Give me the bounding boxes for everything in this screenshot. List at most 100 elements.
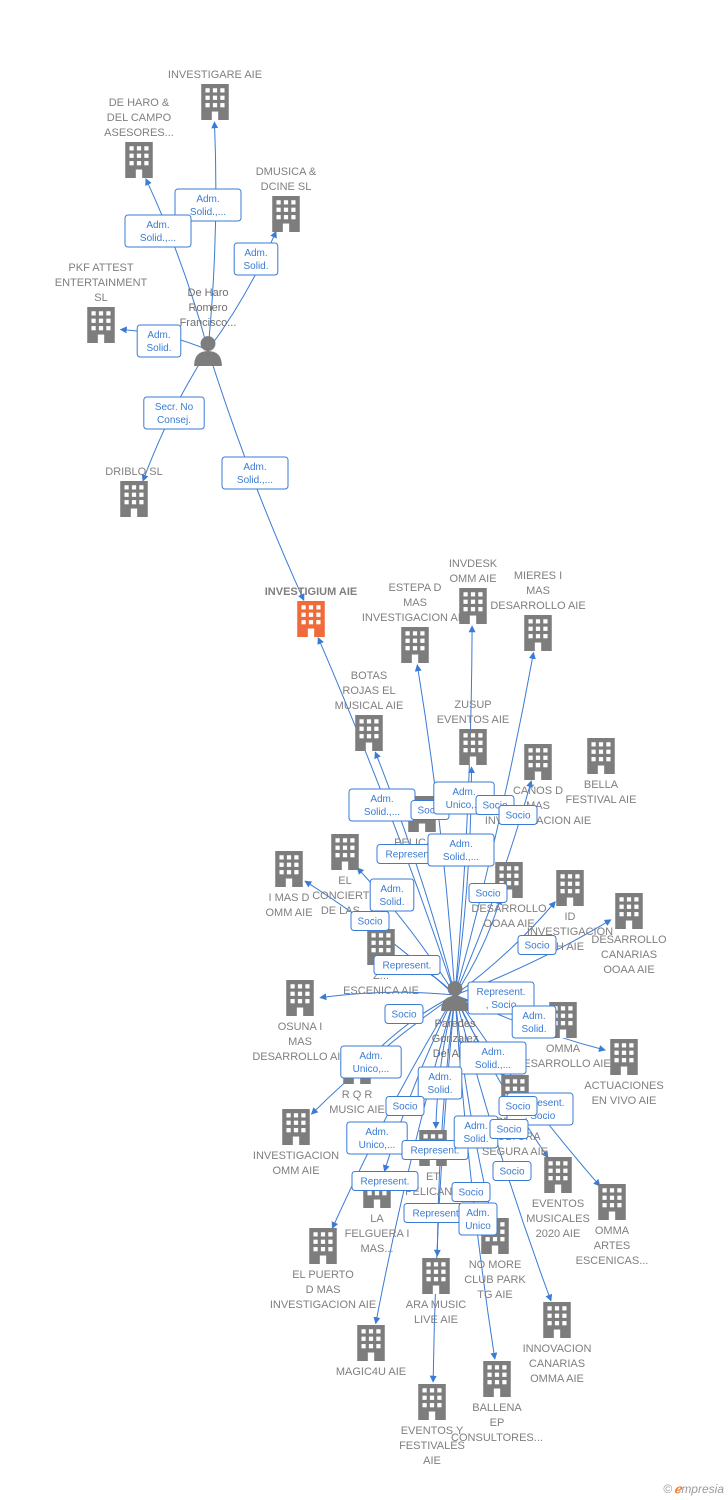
building-icon — [272, 196, 300, 232]
edge-label-paredes-to-omma_artes[interactable]: Socio — [498, 1096, 538, 1116]
edge-label-paredes-to-id_inv[interactable]: Socio — [517, 935, 557, 955]
edge-label-paredes-to-eventos_fest[interactable]: Socio — [451, 1182, 491, 1202]
building-icon — [357, 1325, 385, 1361]
edge-label-text: Socio — [357, 917, 382, 928]
empresia-credit[interactable]: ©ℯmpresia — [663, 1482, 724, 1496]
edge-label-paredes-to-eventos_musicales[interactable]: Socio — [492, 1161, 532, 1181]
edge-label-text: Socio — [475, 889, 500, 900]
edge-label-paredes-to-imasd[interactable]: Adm.Solid. — [369, 878, 415, 912]
edge-label-paredes-to-investigacion_omm[interactable]: Adm. Unico,... — [346, 1121, 408, 1155]
edge-paredes-to-botas — [374, 751, 456, 996]
edge-label-deharo_person-to-investigare[interactable]: Adm.Solid.,... — [174, 188, 242, 222]
node-label: PKF ATTEST — [68, 262, 133, 274]
edge-label-paredes-to-magic4u[interactable]: Socio — [385, 1096, 425, 1116]
edge-label-text: Unico,... — [359, 1140, 396, 1151]
edge-label-text: Consej. — [157, 415, 191, 426]
edge-label-paredes-to-zusup[interactable]: Adm.Solid.,... — [427, 833, 495, 867]
edge-label-paredes-to-omma_des[interactable]: Adm.Solid. — [511, 1005, 557, 1039]
node-investigium[interactable]: INVESTIGIUM AIE — [265, 586, 358, 637]
node-label: CONSULTORES... — [451, 1432, 543, 1444]
edge-label-paredes-to-grupo_cultura[interactable]: Adm.Solid.,... — [459, 1041, 527, 1075]
node-label: EL — [338, 875, 351, 887]
edge-label-paredes-to-felguera[interactable]: Adm.Solid. — [417, 1066, 463, 1100]
edge-label-paredes-to-investigium[interactable]: Adm.Solid.,... — [348, 788, 416, 822]
edge-label-text: Adm. — [365, 1127, 388, 1138]
building-icon — [201, 84, 229, 120]
edge-label-paredes-to-elconcierto[interactable]: Socio — [350, 911, 390, 931]
building-icon — [422, 1258, 450, 1294]
edge-label-paredes-to-rqr[interactable]: Adm.Unico,... — [340, 1045, 402, 1079]
edge-label-text: Represent. — [383, 961, 432, 972]
node-deharo_asesores[interactable]: DE HARO &DEL CAMPOASESORES... — [104, 97, 174, 178]
node-label: R Q R — [342, 1089, 373, 1101]
edge-label-paredes-to-canos[interactable]: Socio — [498, 805, 538, 825]
edge-label-deharo_person-to-dmusica[interactable]: Adm.Solid. — [233, 242, 279, 276]
node-label: DE HARO & — [109, 97, 170, 109]
node-driblo[interactable]: DRIBLO SL — [105, 466, 163, 517]
edge-label-text: , Socio — [525, 1111, 556, 1122]
node-label: OSUNA I — [278, 1021, 323, 1033]
edge-label-text: Adm. — [243, 462, 266, 473]
node-investigare[interactable]: INVESTIGARE AIE — [168, 69, 262, 120]
node-label: LIVE AIE — [414, 1314, 458, 1326]
edge-label-deharo_person-to-pkf[interactable]: Adm.Solid. — [136, 324, 182, 358]
building-icon — [544, 1157, 572, 1193]
edge-label-deharo_person-to-deharo_asesores[interactable]: Adm.Solid.,... — [124, 214, 192, 248]
edge-label-text: Solid. — [521, 1024, 546, 1035]
node-label: H AIE — [556, 941, 584, 953]
node-label: EVENTOS — [532, 1198, 584, 1210]
edge-label-paredes-to-desarrollo_ooaa[interactable]: Socio — [468, 883, 508, 903]
building-icon — [556, 870, 584, 906]
building-icon — [459, 729, 487, 765]
node-ballena[interactable]: BALLENAEPCONSULTORES... — [451, 1361, 543, 1444]
edge-label-paredes-to-z_escenica[interactable]: Represent. — [373, 955, 441, 975]
node-magic4u[interactable]: MAGIC4U AIE — [336, 1325, 406, 1378]
edge-labels-layer: Adm.Solid.,...Adm.Solid.,...Adm.Solid.Ad… — [124, 188, 574, 1236]
edge-label-deharo_person-to-investigium[interactable]: Adm.Solid.,... — [221, 456, 289, 490]
edge-label-text: Solid.,... — [443, 852, 479, 863]
edge-label-text: Solid. — [427, 1085, 452, 1096]
edge-label-paredes-to-innovacion[interactable]: Socio — [489, 1119, 529, 1139]
edge-label-paredes-to-nomore[interactable]: Adm.Solid. — [453, 1115, 499, 1149]
node-deharo_person[interactable]: De HaroRomeroFrancisco... — [180, 287, 237, 366]
node-aramusic[interactable]: ARA MUSIC LIVE AIE — [406, 1258, 467, 1326]
edge-label-paredes-to-elpuerto[interactable]: Represent. — [351, 1171, 419, 1191]
node-label: INVESTIGACION AIE — [270, 1299, 376, 1311]
edge-label-text: Adm. — [452, 787, 475, 798]
node-dmusica[interactable]: DMUSICA &DCINE SL — [256, 166, 317, 232]
edge-label-paredes-to-ballena[interactable]: Adm.Unico — [458, 1202, 498, 1236]
edge-paredes-to-innovacion — [454, 994, 553, 1302]
edge-label-text: Socio — [505, 811, 530, 822]
node-omma_artes[interactable]: OMMAARTESESCENICAS... — [576, 1184, 649, 1267]
node-label: ARA MUSIC — [406, 1299, 467, 1311]
node-label: OOAA AIE — [483, 918, 534, 930]
edge-label-paredes-to-osuna[interactable]: Socio — [384, 1004, 424, 1024]
edge-label-paredes-to-pelicano2[interactable]: Represent. — [401, 1140, 469, 1160]
edge-label-text: Adm. — [370, 794, 393, 805]
